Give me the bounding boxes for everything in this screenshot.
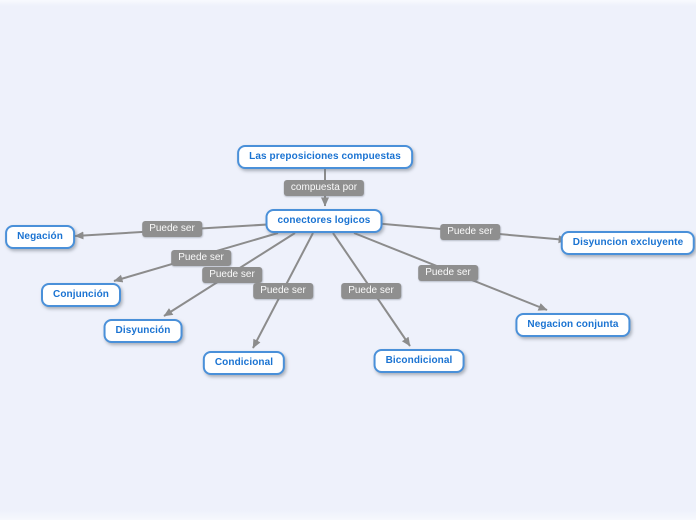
node-negacion-conjunta[interactable]: Negacion conjunta [515,313,631,337]
node-condicional[interactable]: Condicional [202,351,286,375]
node-disyuncion-excluyente[interactable]: Disyuncion excluyente [560,231,696,255]
node-las-preposiciones-compuestas[interactable]: Las preposiciones compuestas [237,145,413,169]
edge-label-puede-ser-negacion[interactable]: Puede ser [142,221,202,237]
node-conjuncion[interactable]: Conjunción [41,283,121,307]
edge-label-puede-ser-disyuncion[interactable]: Puede ser [202,267,262,283]
node-disyuncion[interactable]: Disyunción [103,319,183,343]
edge-label-puede-ser-negacion-conjunta[interactable]: Puede ser [418,265,478,281]
edge-label-puede-ser-disyuncion-excluyente[interactable]: Puede ser [440,224,500,240]
edge-label-compuesta-por[interactable]: compuesta por [283,180,365,196]
node-bicondicional[interactable]: Bicondicional [373,349,465,373]
node-negacion[interactable]: Negación [5,225,75,249]
edge-label-puede-ser-condicional[interactable]: Puede ser [253,283,313,299]
edge-label-puede-ser-bicondicional[interactable]: Puede ser [341,283,401,299]
node-conectores-logicos[interactable]: conectores logicos [265,209,383,233]
edge-label-puede-ser-conjuncion[interactable]: Puede ser [171,250,231,266]
